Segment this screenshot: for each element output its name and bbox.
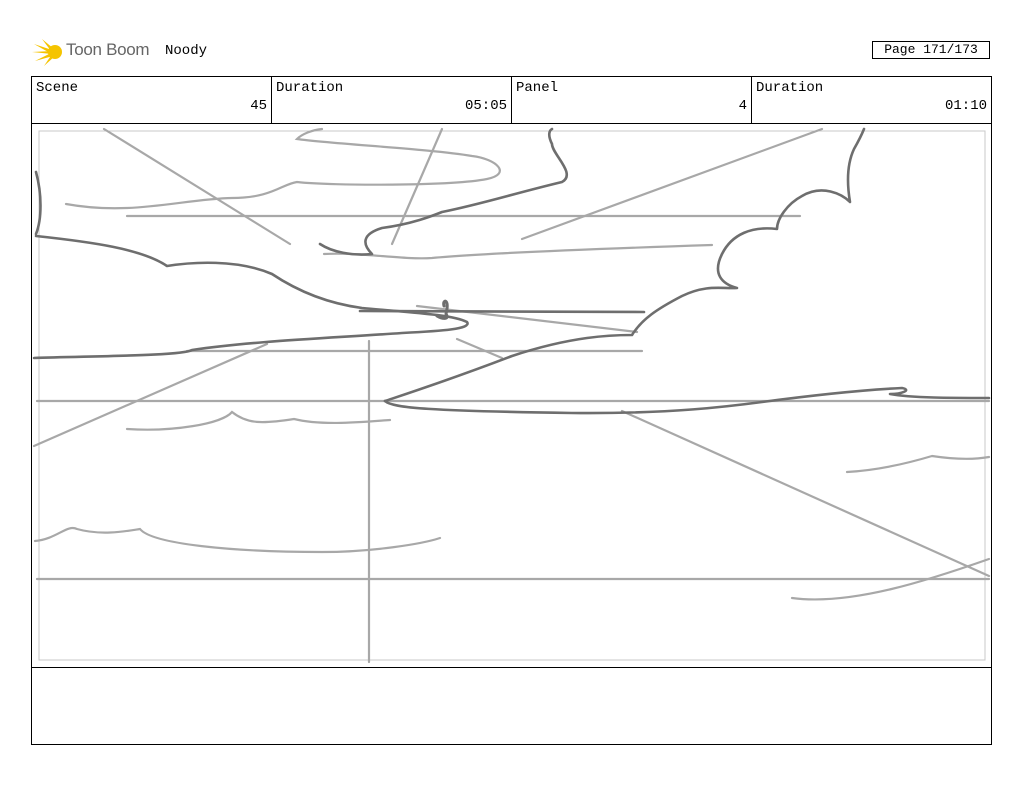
panel-duration-label: Duration bbox=[756, 80, 824, 96]
panel-value: 4 bbox=[738, 98, 747, 114]
cliff-outline bbox=[383, 127, 866, 403]
scene-cell: Scene 45 bbox=[32, 77, 272, 123]
scene-duration-cell: Duration 05:05 bbox=[272, 77, 512, 123]
cloud-outline bbox=[32, 234, 469, 360]
scene-duration-value: 05:05 bbox=[464, 98, 507, 114]
cloud-stroke bbox=[64, 127, 501, 210]
guide-line bbox=[520, 127, 824, 241]
notes-area bbox=[31, 667, 992, 745]
page-indicator: Page 171/173 bbox=[872, 41, 990, 59]
guide-line bbox=[620, 409, 991, 578]
ground-stroke bbox=[33, 526, 442, 554]
ground-stroke bbox=[125, 410, 392, 431]
panel-duration-cell: Duration 01:10 bbox=[752, 77, 991, 123]
structure-line bbox=[358, 309, 646, 314]
figure-mark bbox=[435, 299, 449, 320]
ground-stroke bbox=[845, 454, 991, 474]
safe-frame bbox=[38, 130, 986, 661]
guide-line bbox=[415, 304, 639, 334]
storyboard-panel bbox=[31, 123, 992, 668]
cloud-edge bbox=[34, 170, 42, 236]
scene-value: 45 bbox=[250, 98, 267, 114]
guide-line bbox=[102, 127, 292, 246]
construction-lines bbox=[32, 127, 991, 664]
cloud-outline bbox=[318, 127, 569, 256]
guide-line bbox=[32, 342, 269, 448]
cloud-stroke bbox=[322, 243, 714, 260]
panel-duration-value: 01:10 bbox=[944, 98, 987, 114]
logo-text: Toon Boom bbox=[66, 40, 150, 59]
main-strokes bbox=[32, 127, 991, 415]
cliff-base bbox=[383, 386, 991, 415]
project-name: Noody bbox=[165, 43, 208, 59]
info-row: Scene 45 Duration 05:05 Panel 4 Duration… bbox=[31, 76, 992, 124]
scene-label: Scene bbox=[36, 80, 79, 96]
guide-line bbox=[455, 337, 504, 360]
panel-cell: Panel 4 bbox=[512, 77, 752, 123]
panel-sketch bbox=[32, 127, 991, 664]
scene-duration-label: Duration bbox=[276, 80, 344, 96]
starburst-icon bbox=[32, 39, 62, 66]
ground-stroke bbox=[790, 557, 991, 601]
guide-line bbox=[390, 127, 444, 246]
toon-boom-logo: Toon Boom bbox=[32, 36, 157, 68]
panel-label: Panel bbox=[516, 80, 559, 96]
